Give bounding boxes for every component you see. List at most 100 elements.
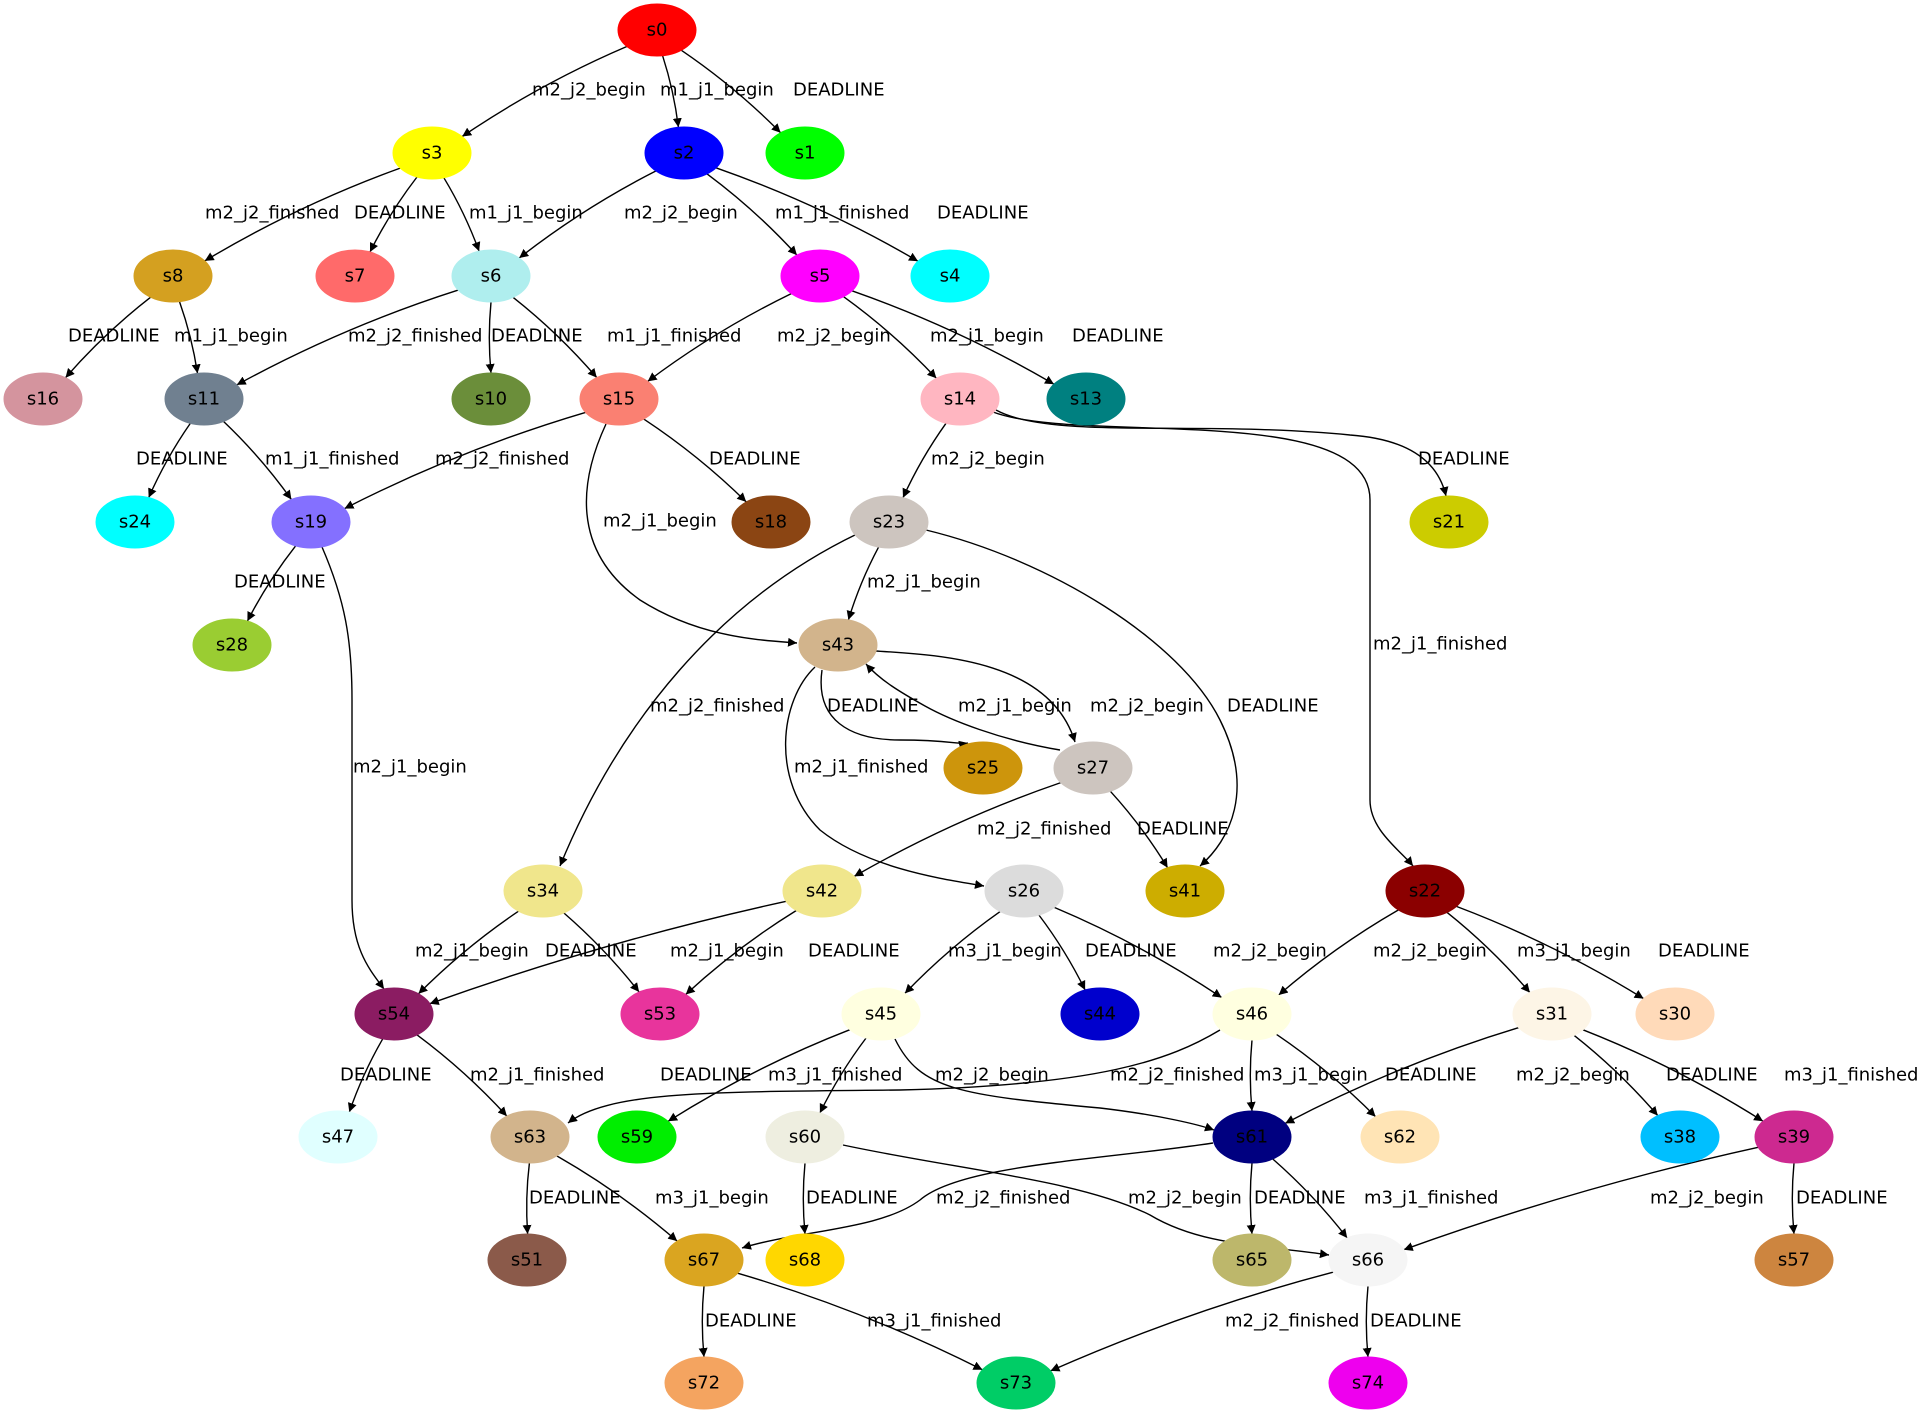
edge-label-s22-to-s30: DEADLINE bbox=[1658, 941, 1750, 962]
edge-label-s31-to-s61: m2_j2_begin bbox=[1516, 1065, 1630, 1086]
node-s51-label: s51 bbox=[511, 1250, 543, 1271]
node-s68: s68 bbox=[765, 1233, 845, 1287]
node-s5-shape bbox=[780, 249, 860, 303]
node-s22-label: s22 bbox=[1409, 881, 1441, 902]
edge-label-s5-to-s14: m2_j1_begin bbox=[930, 326, 1044, 347]
edge-label-s6-to-s15: m1_j1_finished bbox=[607, 326, 741, 347]
edge-label-s11-to-s24: DEADLINE bbox=[136, 449, 228, 470]
node-s19: s19 bbox=[271, 495, 351, 549]
node-s24: s24 bbox=[95, 495, 175, 549]
node-s53-shape bbox=[620, 987, 700, 1041]
edge-s39-to-s66 bbox=[1403, 1146, 1759, 1251]
edge-s6-to-s10 bbox=[485, 301, 495, 374]
edge-label-s6-to-s10: DEADLINE bbox=[491, 326, 583, 347]
edge-label-s11-to-s19: m1_j1_finished bbox=[265, 449, 399, 470]
node-s0: s0 bbox=[617, 3, 697, 57]
node-s14: s14 bbox=[920, 372, 1000, 426]
edge-s61-to-s67 bbox=[741, 1142, 1214, 1250]
edge-s8-to-s11 bbox=[178, 301, 201, 374]
edge-label-s23-to-s34: m2_j2_finished bbox=[650, 696, 784, 717]
edge-label-s15-to-s43: m2_j1_begin bbox=[603, 511, 717, 532]
edge-s3-to-s7 bbox=[369, 176, 418, 253]
node-s3-label: s3 bbox=[422, 143, 443, 164]
edge-label-s34-to-s53: DEADLINE bbox=[545, 941, 637, 962]
node-s47-label: s47 bbox=[322, 1127, 354, 1148]
edge-label-s46-to-s62: DEADLINE bbox=[1385, 1065, 1477, 1086]
node-s43-label: s43 bbox=[822, 635, 854, 656]
edge-label-s26-to-s46: m2_j2_begin bbox=[1213, 941, 1327, 962]
edge-label-s60-to-s66: m2_j2_begin bbox=[1128, 1188, 1242, 1209]
edge-s0-to-s2 bbox=[661, 55, 682, 128]
edge-s27-to-s43 bbox=[865, 663, 1061, 751]
edge-label-s23-to-s43: m2_j1_begin bbox=[867, 572, 981, 593]
edge-s0-to-s1 bbox=[681, 49, 782, 134]
node-s3: s3 bbox=[392, 126, 472, 180]
node-s66: s66 bbox=[1328, 1233, 1408, 1287]
node-s15: s15 bbox=[579, 372, 659, 426]
node-s59-label: s59 bbox=[621, 1127, 653, 1148]
edge-label-s67-to-s73: m3_j1_finished bbox=[867, 1311, 1001, 1332]
node-s7: s7 bbox=[315, 249, 395, 303]
node-s38-shape bbox=[1640, 1110, 1720, 1164]
edge-s23-to-s41 bbox=[925, 529, 1238, 867]
node-s25-label: s25 bbox=[967, 758, 999, 779]
node-s67-shape bbox=[664, 1233, 744, 1287]
node-s15-shape bbox=[579, 372, 659, 426]
node-s24-label: s24 bbox=[119, 512, 151, 533]
node-s14-shape bbox=[920, 372, 1000, 426]
node-s59: s59 bbox=[597, 1110, 677, 1164]
edge-label-s2-to-s4: DEADLINE bbox=[937, 203, 1029, 224]
edge-label-s45-to-s60: m3_j1_finished bbox=[768, 1065, 902, 1086]
edge-s34-to-s54 bbox=[418, 910, 519, 995]
node-s28-label: s28 bbox=[216, 635, 248, 656]
edge-s63-to-s67 bbox=[556, 1155, 678, 1242]
node-s18-label: s18 bbox=[755, 512, 787, 533]
node-s26-shape bbox=[984, 864, 1064, 918]
node-s72: s72 bbox=[664, 1356, 744, 1410]
node-s68-label: s68 bbox=[789, 1250, 821, 1271]
edge-s2-to-s5 bbox=[706, 173, 798, 256]
node-s54-label: s54 bbox=[378, 1004, 410, 1025]
node-s11-shape bbox=[164, 372, 244, 426]
node-s0-shape bbox=[617, 3, 697, 57]
node-s57-label: s57 bbox=[1778, 1250, 1810, 1271]
edge-s46-to-s62 bbox=[1276, 1033, 1377, 1118]
edge-s14-to-s21 bbox=[995, 409, 1449, 497]
edge-s66-to-s74 bbox=[1362, 1285, 1372, 1358]
edge-layer bbox=[64, 45, 1798, 1372]
node-s59-shape bbox=[597, 1110, 677, 1164]
node-s21: s21 bbox=[1409, 495, 1489, 549]
node-s63-shape bbox=[490, 1110, 570, 1164]
node-s31-label: s31 bbox=[1536, 1004, 1568, 1025]
node-s23-label: s23 bbox=[873, 512, 905, 533]
node-s28: s28 bbox=[192, 618, 272, 672]
edge-label-s23-to-s41: DEADLINE bbox=[1227, 696, 1319, 717]
edge-label-s8-to-s11: m1_j1_begin bbox=[174, 326, 288, 347]
edge-s5-to-s15 bbox=[647, 292, 792, 382]
edge-label-s34-to-s54: m2_j1_begin bbox=[415, 941, 529, 962]
node-s27-shape bbox=[1053, 741, 1133, 795]
edge-s15-to-s19 bbox=[344, 411, 586, 510]
node-s18-shape bbox=[731, 495, 811, 549]
edge-label-s54-to-s47: DEADLINE bbox=[340, 1065, 432, 1086]
edge-label-s63-to-s51: DEADLINE bbox=[529, 1188, 621, 1209]
edge-label-s8-to-s16: DEADLINE bbox=[68, 326, 160, 347]
node-s57-shape bbox=[1754, 1233, 1834, 1287]
node-s27: s27 bbox=[1053, 741, 1133, 795]
node-s5: s5 bbox=[780, 249, 860, 303]
edge-label-s22-to-s31: m3_j1_begin bbox=[1517, 941, 1631, 962]
node-s65-shape bbox=[1212, 1233, 1292, 1287]
node-s66-shape bbox=[1328, 1233, 1408, 1287]
node-s16-shape bbox=[3, 372, 83, 426]
node-s53: s53 bbox=[620, 987, 700, 1041]
edge-label-s27-to-s42: m2_j2_finished bbox=[977, 819, 1111, 840]
node-s2-shape bbox=[644, 126, 724, 180]
node-s62-shape bbox=[1360, 1110, 1440, 1164]
node-s38: s38 bbox=[1640, 1110, 1720, 1164]
node-s51-shape bbox=[487, 1233, 567, 1287]
edge-s26-to-s45 bbox=[904, 911, 1001, 994]
node-s67: s67 bbox=[664, 1233, 744, 1287]
edge-label-s19-to-s28: DEADLINE bbox=[234, 572, 326, 593]
node-s62: s62 bbox=[1360, 1110, 1440, 1164]
node-s8-label: s8 bbox=[163, 266, 184, 287]
